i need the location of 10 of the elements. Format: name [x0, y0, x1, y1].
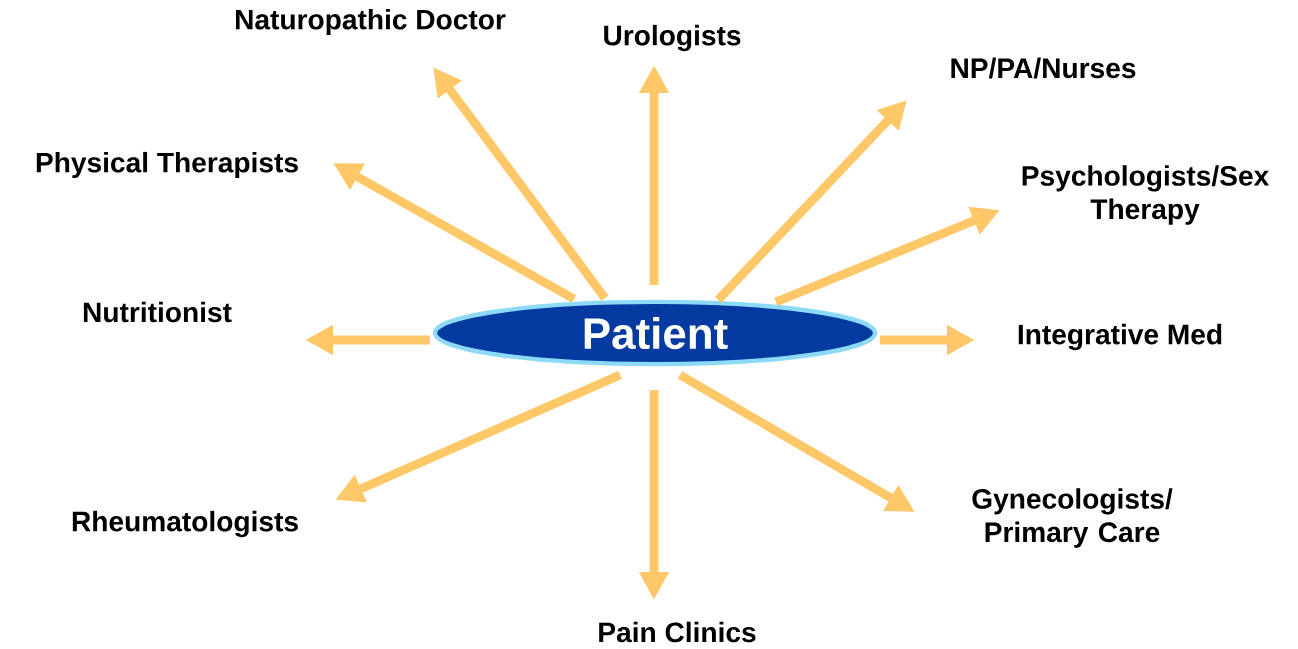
specialist-label: NP/PA/Nurses	[951, 57, 1136, 79]
specialist-label: Psychologists/Sex Therapy	[1022, 165, 1270, 225]
specialist-label: Naturopathic Doctor	[236, 8, 506, 36]
specialist-label: Gynecologists/ Primary Care	[972, 488, 1173, 548]
specialist-label: Nutritionist	[83, 301, 232, 323]
specialist-label: Urologists	[604, 24, 741, 52]
specialist-label: Integrative Med	[1018, 323, 1222, 351]
specialist-label: Pain Clinics	[599, 621, 756, 643]
specialist-label: Physical Therapists	[36, 151, 298, 179]
specialist-label: Rheumatologists	[72, 510, 298, 538]
